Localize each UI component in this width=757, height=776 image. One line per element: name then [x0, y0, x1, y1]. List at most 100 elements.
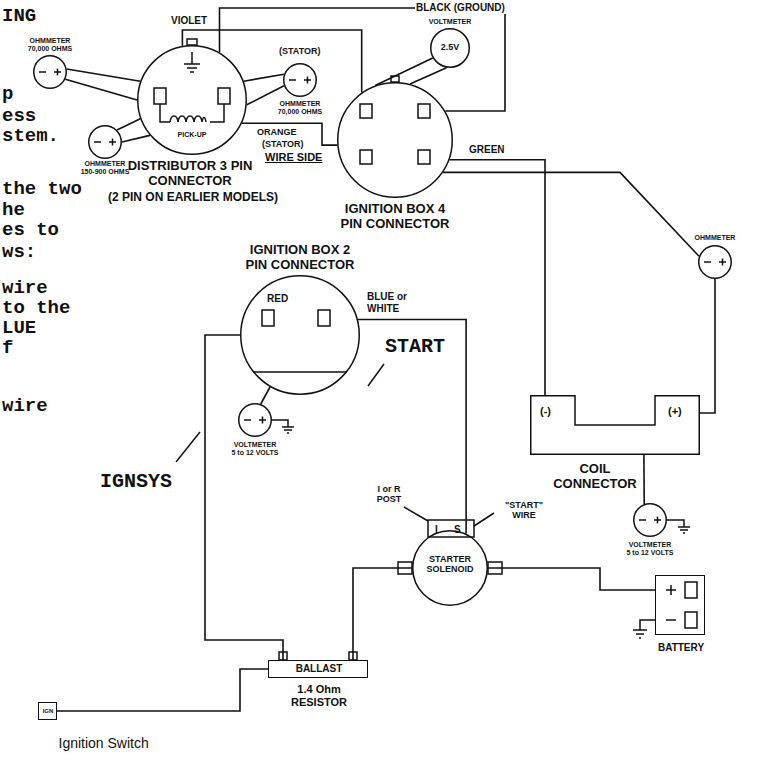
connector-pin	[154, 88, 166, 104]
minus-sign	[639, 519, 646, 521]
page-text-fragment: wire	[2, 396, 48, 418]
voltmeter-label: VOLTMETER 5 to 12 VOLTS	[626, 541, 674, 557]
wire-note: (STATOR)	[262, 139, 304, 149]
ignition-box-connector-outline-shape	[241, 276, 360, 395]
connector-pin	[218, 88, 230, 104]
ohmmeter-label: OHMMETER 150-900 OHMS	[77, 160, 133, 176]
connector-pin	[418, 150, 430, 164]
plus-sign	[259, 417, 266, 424]
starter-solenoid-outline-shape	[413, 531, 488, 606]
wire	[410, 68, 447, 84]
ohmmeter-outline-shape	[34, 56, 67, 89]
wire	[643, 455, 645, 504]
connector-key	[187, 39, 197, 45]
wire-color-label: BLACK (GROUND)	[415, 2, 506, 14]
wire	[375, 58, 433, 86]
circuit-name: START	[385, 335, 445, 358]
wire	[220, 8, 506, 111]
ohmmeter-label: OHMMETER 70,000 OHMS	[272, 100, 328, 116]
coil-connector-label: (-)	[540, 405, 551, 418]
leader-line	[404, 507, 428, 521]
ballast-resistor-text: 1.4 Ohm RESISTOR	[279, 683, 359, 708]
starter-solenoid-text: S	[454, 524, 461, 536]
page-text-fragment: ING	[2, 6, 36, 28]
plus-sign	[654, 517, 661, 524]
page-text-fragment: wire	[2, 278, 48, 300]
plus-sign	[54, 69, 61, 76]
wire	[353, 568, 412, 660]
ohmmeter-outline	[283, 63, 317, 97]
distributor-connector-text: DISTRIBUTOR 3 PIN CONNECTOR	[125, 159, 255, 189]
page-text-fragment: LUE	[2, 318, 36, 340]
wire-color-label: BLUE or WHITE	[366, 291, 412, 314]
ohmmeter-outline-shape	[699, 246, 732, 279]
page-text-fragment: p	[2, 84, 13, 106]
distributor-connector: PICK-UPDISTRIBUTOR 3 PIN CONNECTOR(2 PIN…	[137, 45, 247, 155]
connector-pin	[360, 104, 372, 118]
ohmmeter-outline-shape	[284, 64, 317, 97]
pointer-slash	[176, 432, 200, 462]
connector-pin	[360, 150, 372, 164]
page-text-fragment: ess	[2, 106, 36, 128]
connector-pin	[418, 104, 430, 118]
wire	[182, 30, 361, 93]
ohmmeter: OHMMETER	[698, 245, 732, 279]
minus-sign	[244, 419, 251, 421]
voltmeter-outline-shape	[431, 29, 470, 68]
distributor-connector-outline	[137, 45, 247, 155]
wire	[117, 119, 140, 130]
wire-note: "START" WIRE	[498, 500, 550, 521]
coil-connector-text: COIL CONNECTOR	[545, 462, 645, 492]
minus-sign	[94, 141, 101, 143]
wire	[205, 335, 283, 660]
ignition-box-connector-label: IGNITION BOX 4 PIN CONNECTOR	[335, 202, 455, 232]
plus-sign	[719, 259, 726, 266]
ignition-switch-label: IGN	[39, 708, 58, 715]
coil-connector-text: (+)	[668, 405, 682, 418]
ohmmeter: OHMMETER 70,000 OHMS	[283, 63, 317, 97]
pickup-coil	[160, 104, 224, 122]
wire	[450, 160, 546, 395]
ohmmeter: OHMMETER 70,000 OHMS	[33, 55, 67, 89]
pointer-slash	[368, 364, 384, 386]
coil-connector: (-)(+)COIL CONNECTOR	[530, 395, 700, 455]
ohmmeter: OHMMETER 150-900 OHMS	[88, 125, 122, 159]
wire-color-label: GREEN	[468, 144, 506, 156]
ignition-box-connector: IGNITION BOX 4 PIN CONNECTOR	[337, 82, 453, 198]
ground-symbol	[184, 52, 200, 72]
voltmeter-outline-shape	[634, 504, 667, 537]
page-text-fragment: stem.	[2, 126, 59, 148]
starter-solenoid-text: STARTER SOLENOID	[420, 554, 480, 575]
wire	[65, 79, 137, 100]
voltmeter-text: 2.5V	[430, 42, 470, 52]
page-text-fragment: f	[2, 338, 13, 360]
wire	[57, 669, 269, 711]
ground-symbol	[272, 420, 294, 433]
battery-label: BATTERY	[648, 642, 714, 654]
wire	[443, 172, 699, 256]
starter-solenoid: ISSTARTER SOLENOID	[412, 530, 488, 606]
voltmeter: VOLTMETER 5 to 12 VOLTS	[238, 403, 272, 437]
starter-solenoid-label: I	[435, 524, 438, 536]
ignition-box-connector-outline-shape	[338, 83, 453, 198]
wire-color-label: VIOLET	[170, 15, 208, 27]
minus-sign	[39, 71, 46, 73]
page-text-fragment: ws:	[2, 242, 36, 264]
voltmeter: VOLTMETER 5 to 12 VOLTS	[633, 503, 667, 537]
page-text-fragment: the two	[2, 179, 82, 201]
distributor-connector-text: (2 PIN ON EARLIER MODELS)	[108, 191, 278, 205]
ignition-switch: IGNIgnition Switch	[38, 702, 57, 720]
plus-sign	[666, 585, 676, 595]
ohmmeter-outline	[33, 55, 67, 89]
voltmeter-outline-shape	[239, 404, 272, 437]
ground-symbol	[667, 520, 690, 533]
ohmmeter-outline	[698, 245, 732, 279]
battery: BATTERY	[655, 575, 705, 635]
battery-terminal	[685, 582, 697, 598]
terminal-label: I or R POST	[366, 484, 412, 505]
distributor-connector-outline-shape	[138, 46, 247, 155]
plus-sign	[304, 77, 311, 84]
wire	[244, 74, 284, 81]
connector-pin	[318, 310, 330, 326]
